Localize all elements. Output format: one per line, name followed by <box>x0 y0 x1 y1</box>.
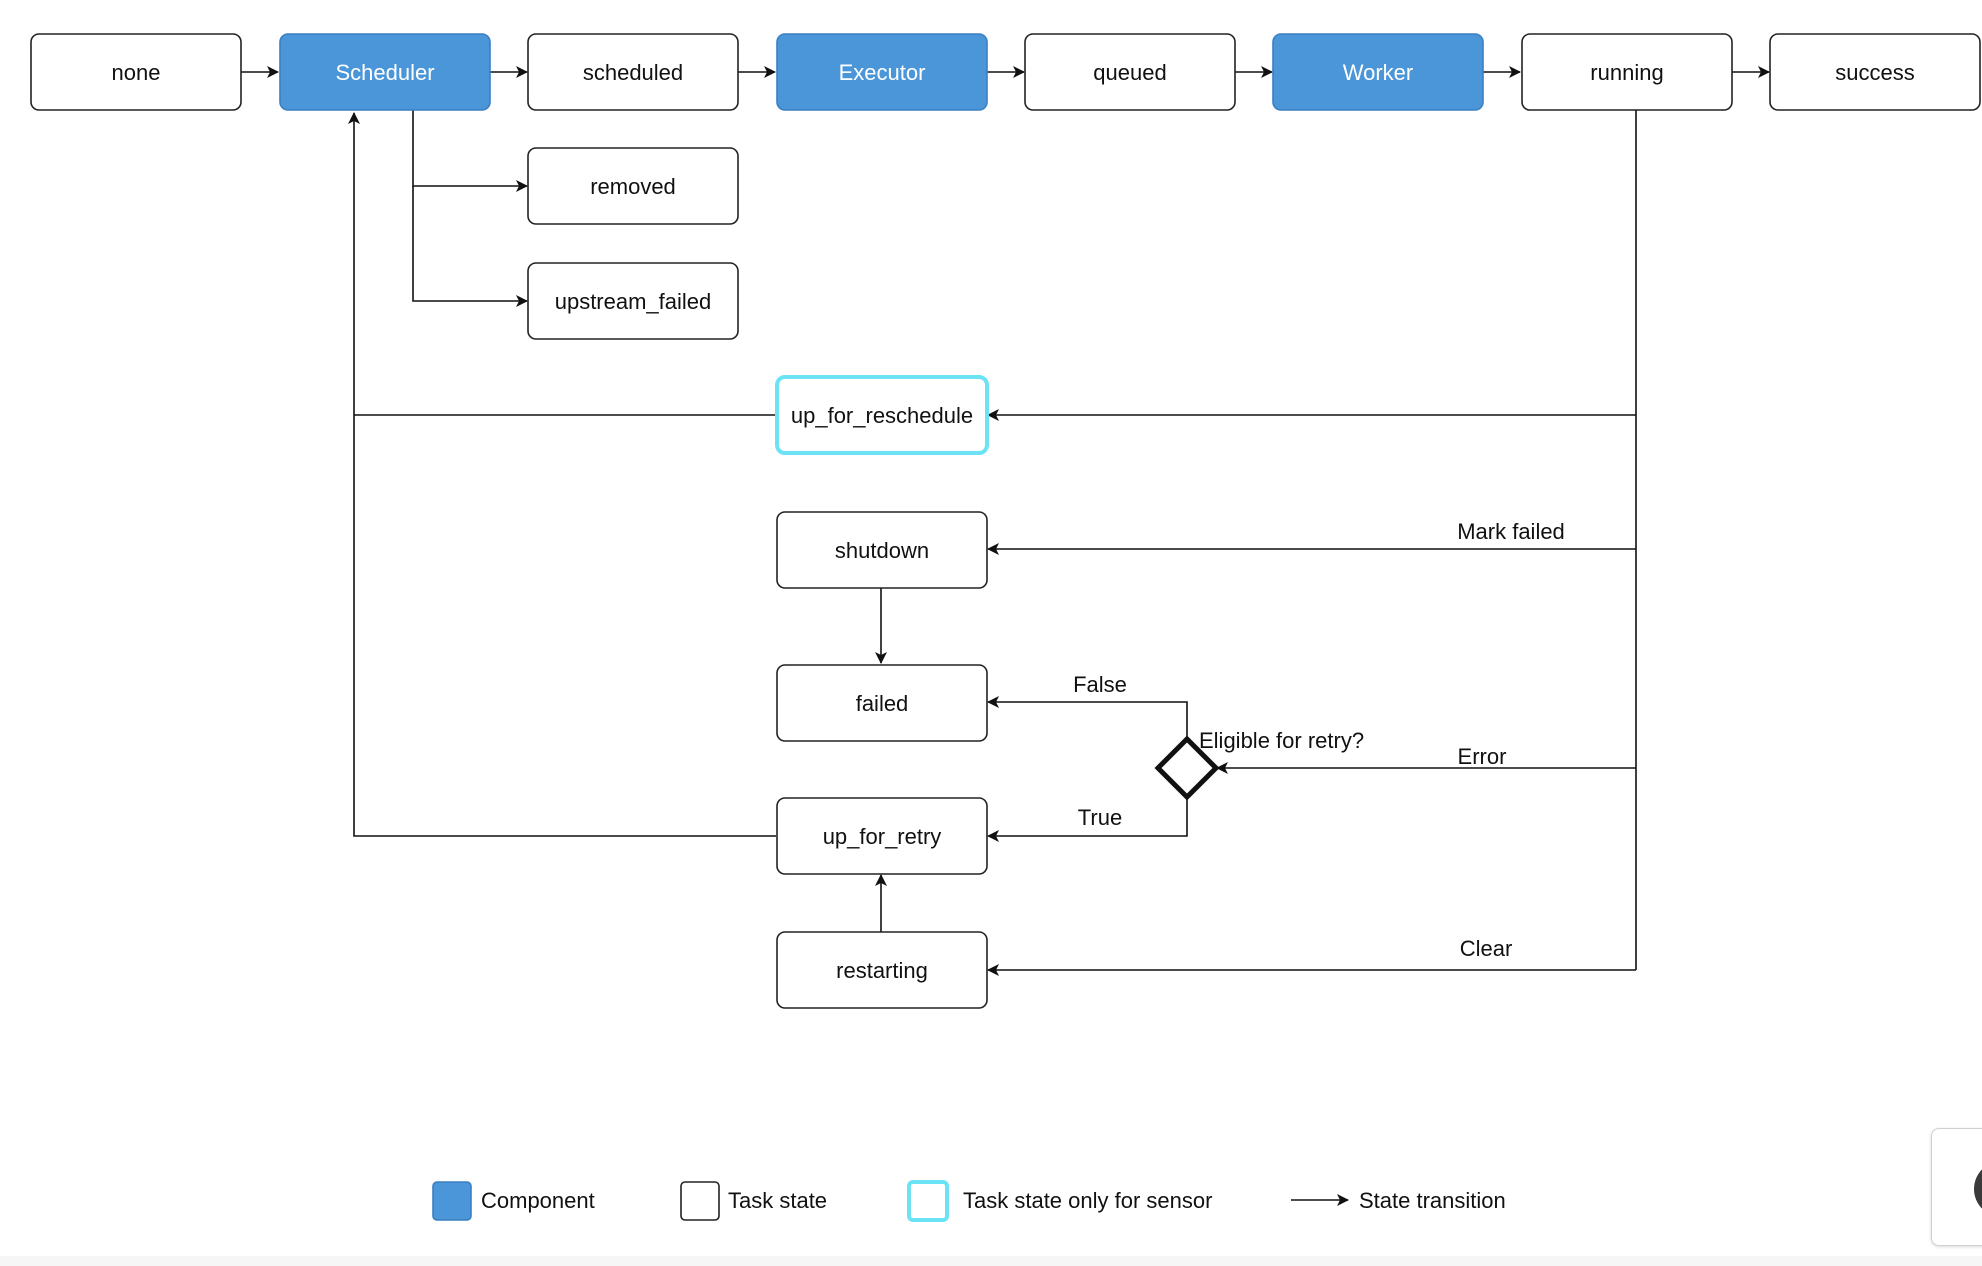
node-scheduler-label: Scheduler <box>335 60 434 85</box>
label-clear: Clear <box>1460 936 1513 961</box>
legend-task-state-label: Task state <box>728 1188 827 1213</box>
node-upstream-failed-label: upstream_failed <box>555 289 712 314</box>
edges <box>241 66 1770 976</box>
label-error: Error <box>1458 744 1507 769</box>
node-up-for-retry: up_for_retry <box>776 797 988 875</box>
node-worker-label: Worker <box>1343 60 1414 85</box>
legend-component-label: Component <box>481 1188 595 1213</box>
node-shutdown-label: shutdown <box>835 538 929 563</box>
legend-sensor-state-label: Task state only for sensor <box>963 1188 1212 1213</box>
node-restarting: restarting <box>776 931 988 1009</box>
node-failed: failed <box>776 664 988 742</box>
widget-icon[interactable] <box>1974 1161 1982 1217</box>
node-removed-label: removed <box>590 174 676 199</box>
label-mark-failed: Mark failed <box>1457 519 1565 544</box>
node-success: success <box>1769 33 1981 111</box>
label-eligible-for-retry: Eligible for retry? <box>1199 728 1364 753</box>
nodes: none Scheduler scheduled Executor queued… <box>30 33 1981 1009</box>
bottom-strip <box>0 1256 1982 1266</box>
node-scheduler: Scheduler <box>279 33 491 111</box>
edge-scheduler-to-removed <box>412 110 528 192</box>
node-queued: queued <box>1024 33 1236 111</box>
node-none-label: none <box>112 60 161 85</box>
node-shutdown: shutdown <box>776 511 988 589</box>
node-up-for-retry-label: up_for_retry <box>823 824 942 849</box>
node-worker: Worker <box>1272 33 1484 111</box>
node-failed-label: failed <box>856 691 909 716</box>
legend-component-swatch <box>432 1181 472 1221</box>
label-true: True <box>1078 805 1122 830</box>
node-upstream-failed: upstream_failed <box>527 262 739 340</box>
node-restarting-label: restarting <box>836 958 928 983</box>
legend-state-transition-label: State transition <box>1359 1188 1506 1213</box>
node-removed: removed <box>527 147 739 225</box>
node-running-label: running <box>1590 60 1663 85</box>
node-queued-label: queued <box>1093 60 1166 85</box>
legend: Component Task state Task state only for… <box>432 1180 1506 1222</box>
edge-decision-to-up-for-retry <box>987 797 1188 842</box>
legend-sensor-state-swatch <box>907 1180 949 1222</box>
edge-scheduler-to-upstream-failed <box>412 186 528 307</box>
node-executor-label: Executor <box>839 60 926 85</box>
legend-task-state-swatch <box>680 1181 720 1221</box>
retry-decision-diamond <box>1154 735 1220 801</box>
label-false: False <box>1073 672 1127 697</box>
node-running: running <box>1521 33 1733 111</box>
edge-decision-to-failed <box>987 696 1188 739</box>
node-scheduled: scheduled <box>527 33 739 111</box>
node-executor: Executor <box>776 33 988 111</box>
edge-up-for-retry-to-scheduler <box>348 112 776 837</box>
floating-widget[interactable] <box>1931 1128 1982 1246</box>
node-scheduled-label: scheduled <box>583 60 683 85</box>
node-success-label: success <box>1835 60 1914 85</box>
node-up-for-reschedule: up_for_reschedule <box>775 375 989 455</box>
node-up-for-reschedule-label: up_for_reschedule <box>791 403 973 428</box>
edge-labels: Mark failed False Eligible for retry? Er… <box>1073 519 1565 961</box>
node-none: none <box>30 33 242 111</box>
